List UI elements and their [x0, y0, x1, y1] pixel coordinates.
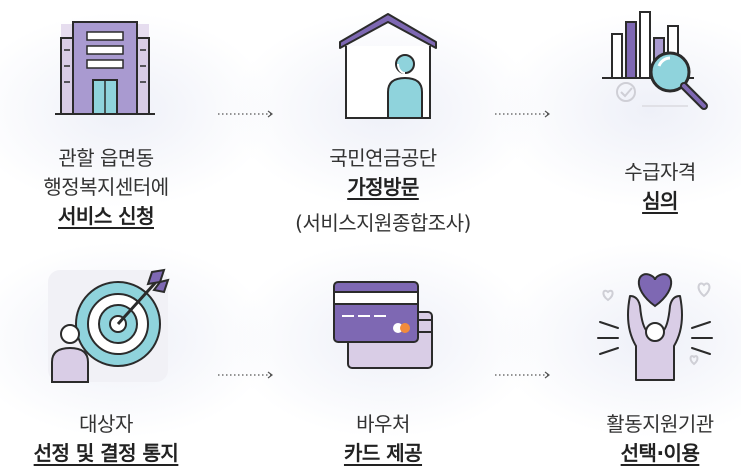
step-6-line-1: 활동지원기관: [606, 412, 714, 436]
step-2-line-1: 국민연금공단: [329, 146, 437, 170]
step-4-notice: 대상자 선정 및 결정 통지: [0, 410, 226, 468]
step-4-line-1: 대상자: [79, 412, 133, 436]
house-visit-icon: [339, 13, 437, 119]
step-1-line-2: 행정복지센터에: [43, 175, 169, 199]
step-6-select: 활동지원기관 선택·이용: [540, 410, 741, 468]
step-5-card: 바우처 카드 제공: [263, 410, 503, 468]
step-6-emphasis: 선택·이용: [620, 441, 700, 465]
step-5-line-1: 바우처: [356, 412, 410, 436]
step-2-sub: (서비스지원종합조사): [295, 211, 471, 235]
step-3-emphasis: 심의: [642, 189, 678, 213]
step-3-review: 수급자격 심의: [540, 158, 741, 216]
step-2-emphasis: 가정방문: [347, 175, 419, 199]
step-3-line-1: 수급자격: [624, 160, 696, 184]
step-5-emphasis: 카드 제공: [343, 441, 423, 465]
arrow-step-4-to-5: [218, 371, 273, 379]
arrow-step-5-to-6: [495, 371, 550, 379]
arrow-step-1-to-2: [218, 110, 273, 118]
step-1-line-1: 관할 읍면동: [58, 146, 154, 170]
step-4-emphasis: 선정 및 결정 통지: [33, 441, 179, 465]
step-1-apply: 관할 읍면동 행정복지센터에 서비스 신청: [0, 144, 226, 231]
voucher-card-icon: [333, 281, 433, 369]
step-1-emphasis: 서비스 신청: [58, 204, 154, 228]
building-icon: [55, 21, 155, 115]
target-icon: [48, 268, 170, 383]
arrow-step-2-to-3: [495, 110, 550, 118]
chart-review-icon: [602, 11, 708, 110]
heart-person-icon: [597, 273, 713, 381]
step-2-visit: 국민연금공단 가정방문 (서비스지원종합조사): [263, 144, 503, 238]
